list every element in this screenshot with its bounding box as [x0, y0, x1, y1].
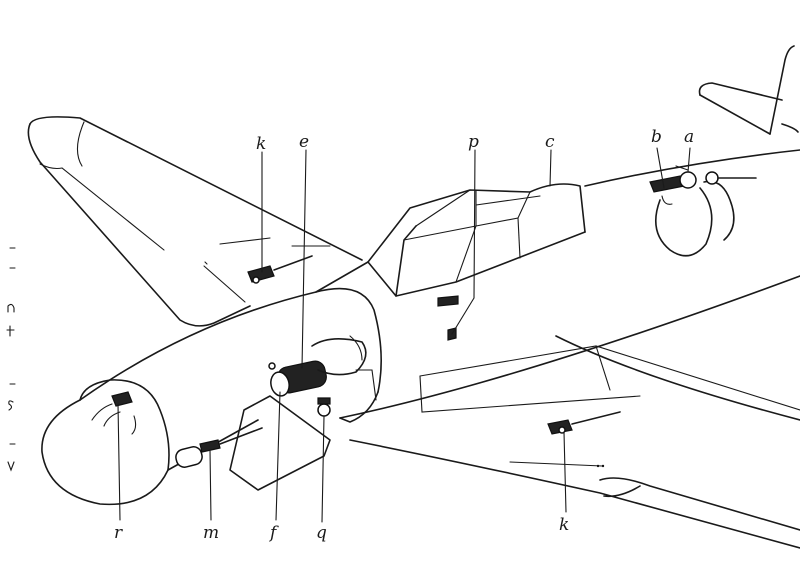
callout-b: b: [651, 127, 662, 147]
callout-k-bottom: k: [559, 515, 569, 535]
callout-c: c: [545, 132, 555, 152]
callout-p: p: [468, 132, 479, 152]
callout-labels: a b c e k p r m f q k: [114, 127, 694, 543]
callout-q: q: [316, 523, 327, 543]
callout-f: f: [268, 523, 279, 543]
component-a-b-assembly: [649, 165, 757, 205]
tail-fin: [698, 45, 799, 135]
component-m: [175, 427, 263, 468]
component-k-left: [247, 255, 313, 284]
canopy: [367, 183, 586, 297]
component-e-cylinder: [268, 338, 367, 397]
component-p: [437, 295, 459, 341]
callout-a: a: [684, 127, 694, 147]
component-q: [317, 397, 331, 417]
component-r: [91, 391, 137, 435]
callout-r: r: [114, 523, 123, 543]
right-wing: [349, 335, 800, 549]
callout-k-top: k: [256, 134, 266, 154]
margin-artifacts: [6, 247, 16, 472]
fuselage: [41, 149, 800, 506]
left-wing: [27, 116, 363, 327]
callout-e: e: [299, 132, 309, 152]
leader-lines: [117, 147, 691, 523]
callout-m: m: [203, 523, 219, 543]
component-k-right: [547, 411, 621, 435]
